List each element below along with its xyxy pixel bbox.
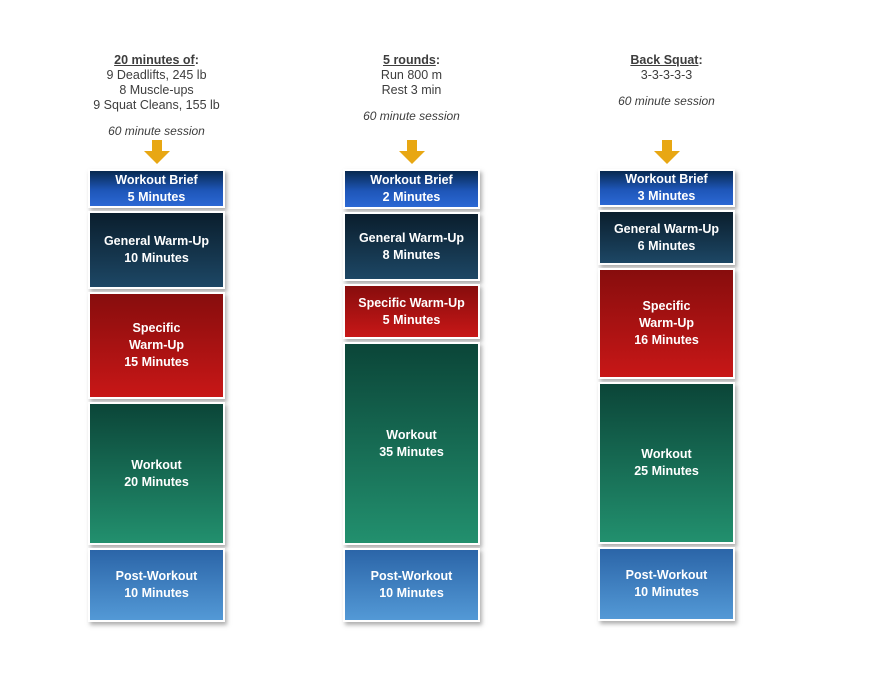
segment-workout: Workout 25 Minutes (598, 382, 735, 544)
workout-column-metcon: 20 minutes of:9 Deadlifts, 245 lb 8 Musc… (88, 50, 225, 622)
segment-brief: Workout Brief 2 Minutes (343, 169, 480, 209)
columns-row: 20 minutes of:9 Deadlifts, 245 lb 8 Musc… (88, 50, 735, 622)
workout-title: 5 rounds: (317, 53, 507, 68)
workout-title-text: 20 minutes of (114, 53, 195, 67)
segment-general: General Warm-Up 8 Minutes (343, 212, 480, 281)
workout-column-rounds: 5 rounds:Run 800 m Rest 3 min 60 minute s… (343, 50, 480, 622)
segment-post: Post-Workout 10 Minutes (343, 548, 480, 622)
workout-title-colon: : (698, 53, 703, 67)
segment-post: Post-Workout 10 Minutes (88, 548, 225, 622)
workout-description: 3-3-3-3-3 (640, 68, 693, 82)
segment-brief: Workout Brief 3 Minutes (598, 169, 735, 207)
session-duration-note: 60 minute session (363, 109, 460, 123)
segment-brief: Workout Brief 5 Minutes (88, 169, 225, 208)
segment-specific: Specific Warm-Up 15 Minutes (88, 292, 225, 399)
column-header: 20 minutes of:9 Deadlifts, 245 lb 8 Musc… (62, 50, 252, 140)
session-duration-note: 60 minute session (108, 124, 205, 138)
workout-title: Back Squat: (572, 53, 762, 68)
column-header: 5 rounds:Run 800 m Rest 3 min 60 minute s… (317, 50, 507, 140)
segment-post: Post-Workout 10 Minutes (598, 547, 735, 621)
segment-workout: Workout 35 Minutes (343, 342, 480, 545)
workout-description: 9 Deadlifts, 245 lb 8 Muscle-ups 9 Squat… (93, 68, 220, 112)
workout-title-colon: : (435, 53, 440, 67)
down-arrow-icon (652, 140, 682, 164)
workout-title: 20 minutes of: (62, 53, 252, 68)
workout-title-colon: : (194, 53, 199, 67)
segment-specific: Specific Warm-Up 5 Minutes (343, 284, 480, 339)
workout-description: Run 800 m Rest 3 min (380, 68, 443, 97)
down-arrow-icon (397, 140, 427, 164)
workout-title-text: 5 rounds (383, 53, 436, 67)
down-arrow-icon (142, 140, 172, 164)
session-duration-note: 60 minute session (618, 94, 715, 108)
column-header: Back Squat:3-3-3-3-3 60 minute session (572, 50, 762, 140)
segment-general: General Warm-Up 10 Minutes (88, 211, 225, 289)
workout-title-text: Back Squat (630, 53, 699, 67)
segment-general: General Warm-Up 6 Minutes (598, 210, 735, 265)
segment-workout: Workout 20 Minutes (88, 402, 225, 545)
segment-specific: Specific Warm-Up 16 Minutes (598, 268, 735, 379)
